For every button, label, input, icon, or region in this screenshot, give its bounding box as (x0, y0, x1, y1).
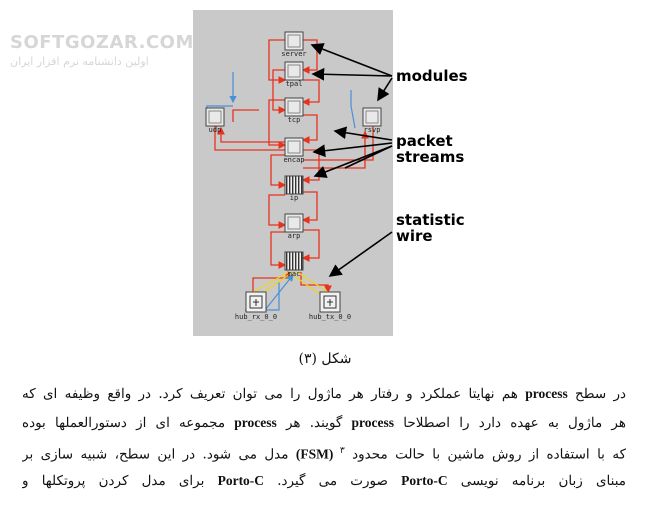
node-label-rsvp: rsvp (363, 126, 381, 134)
callout-modules-text: modules (396, 67, 468, 85)
body-text: در سطح (567, 386, 626, 402)
body-line-3: که با استفاده از روش ماشین با حالت محدود… (22, 437, 626, 470)
callout-streams-text: streams (396, 148, 465, 166)
node-label-arp: arp (287, 232, 301, 240)
node-label-hub-rx: hub_rx_0_0 (234, 313, 278, 321)
statistic-wire-lines (206, 72, 356, 311)
network-node-figure: server tpal tcp udp rsvp encap ip arp ma… (193, 10, 393, 336)
highlight-wires (252, 271, 329, 296)
callout-modules: modules (396, 68, 468, 84)
callout-wire-text: wire (396, 227, 433, 245)
body-text: مبنای زبان برنامه نویسی (447, 473, 626, 489)
encap-module (284, 137, 304, 157)
callout-packet-streams: packet streams (396, 133, 464, 165)
callout-statistic-wire: statistic wire (396, 212, 465, 244)
ip-module (284, 175, 304, 195)
node-label-udp: udp (208, 126, 222, 134)
body-text: که با استفاده از روش ماشین با حالت محدود (344, 446, 626, 463)
figure-caption: شکل (۳) (298, 351, 352, 367)
udp-module (205, 107, 225, 127)
watermark-title: SOFTGOZAR.COM (10, 32, 194, 53)
callout-packet-text: packet (396, 132, 453, 150)
body-text: مدل می شود. در این سطح، شبیه سازی بر (22, 446, 296, 463)
node-label-tcp: tcp (287, 116, 301, 124)
node-label-tpal: tpal (285, 80, 303, 88)
mac-module (284, 251, 304, 271)
callout-statistic-text: statistic (396, 211, 465, 229)
node-label-server: server (281, 50, 307, 58)
term-process: process (525, 386, 568, 401)
footnote-marker[interactable]: ۳ (339, 446, 345, 456)
tcp-module (284, 97, 304, 117)
term-process: process (351, 415, 395, 430)
body-text: گویند. هر (276, 415, 352, 431)
node-label-ip: ip (289, 194, 299, 202)
rsvp-module (362, 107, 382, 127)
watermark: SOFTGOZAR.COM اولین دانشنامه نرم افزار ا… (10, 32, 210, 68)
body-text: مجموعه ای از دستورالعملها بوده (22, 415, 235, 431)
arp-module (284, 213, 304, 233)
body-text: هر ماژول به عهده دارد را اصطلاحا (394, 415, 626, 431)
tpal-module (284, 61, 304, 81)
term-fsm: (FSM) (295, 446, 340, 462)
body-text: برای مدل کردن پروتکلها و (22, 473, 218, 489)
node-diagram (205, 31, 382, 313)
node-label-mac: mac (287, 270, 301, 278)
node-label-encap: encap (283, 156, 305, 164)
node-label-hub-tx: hub_tx_0_0 (308, 313, 352, 321)
term-porto-c: Porto-C (217, 473, 265, 488)
body-text: صورت می گیرد. (264, 473, 402, 489)
body-text: هم نهایتا عملکرد و رفتار هر ماژول را می … (22, 386, 526, 402)
server-module (284, 31, 304, 51)
term-process: process (234, 415, 277, 430)
module-icons (205, 31, 382, 313)
term-porto-c: Porto-C (401, 473, 448, 488)
body-line-4: مبنای زبان برنامه نویسی Porto-C صورت می … (22, 466, 626, 496)
body-line-1: در سطح process هم نهایتا عملکرد و رفتار … (22, 379, 626, 409)
watermark-subtitle: اولین دانشنامه نرم افزار ایران (10, 55, 149, 68)
body-line-2: هر ماژول به عهده دارد را اصطلاحا process… (22, 408, 626, 438)
